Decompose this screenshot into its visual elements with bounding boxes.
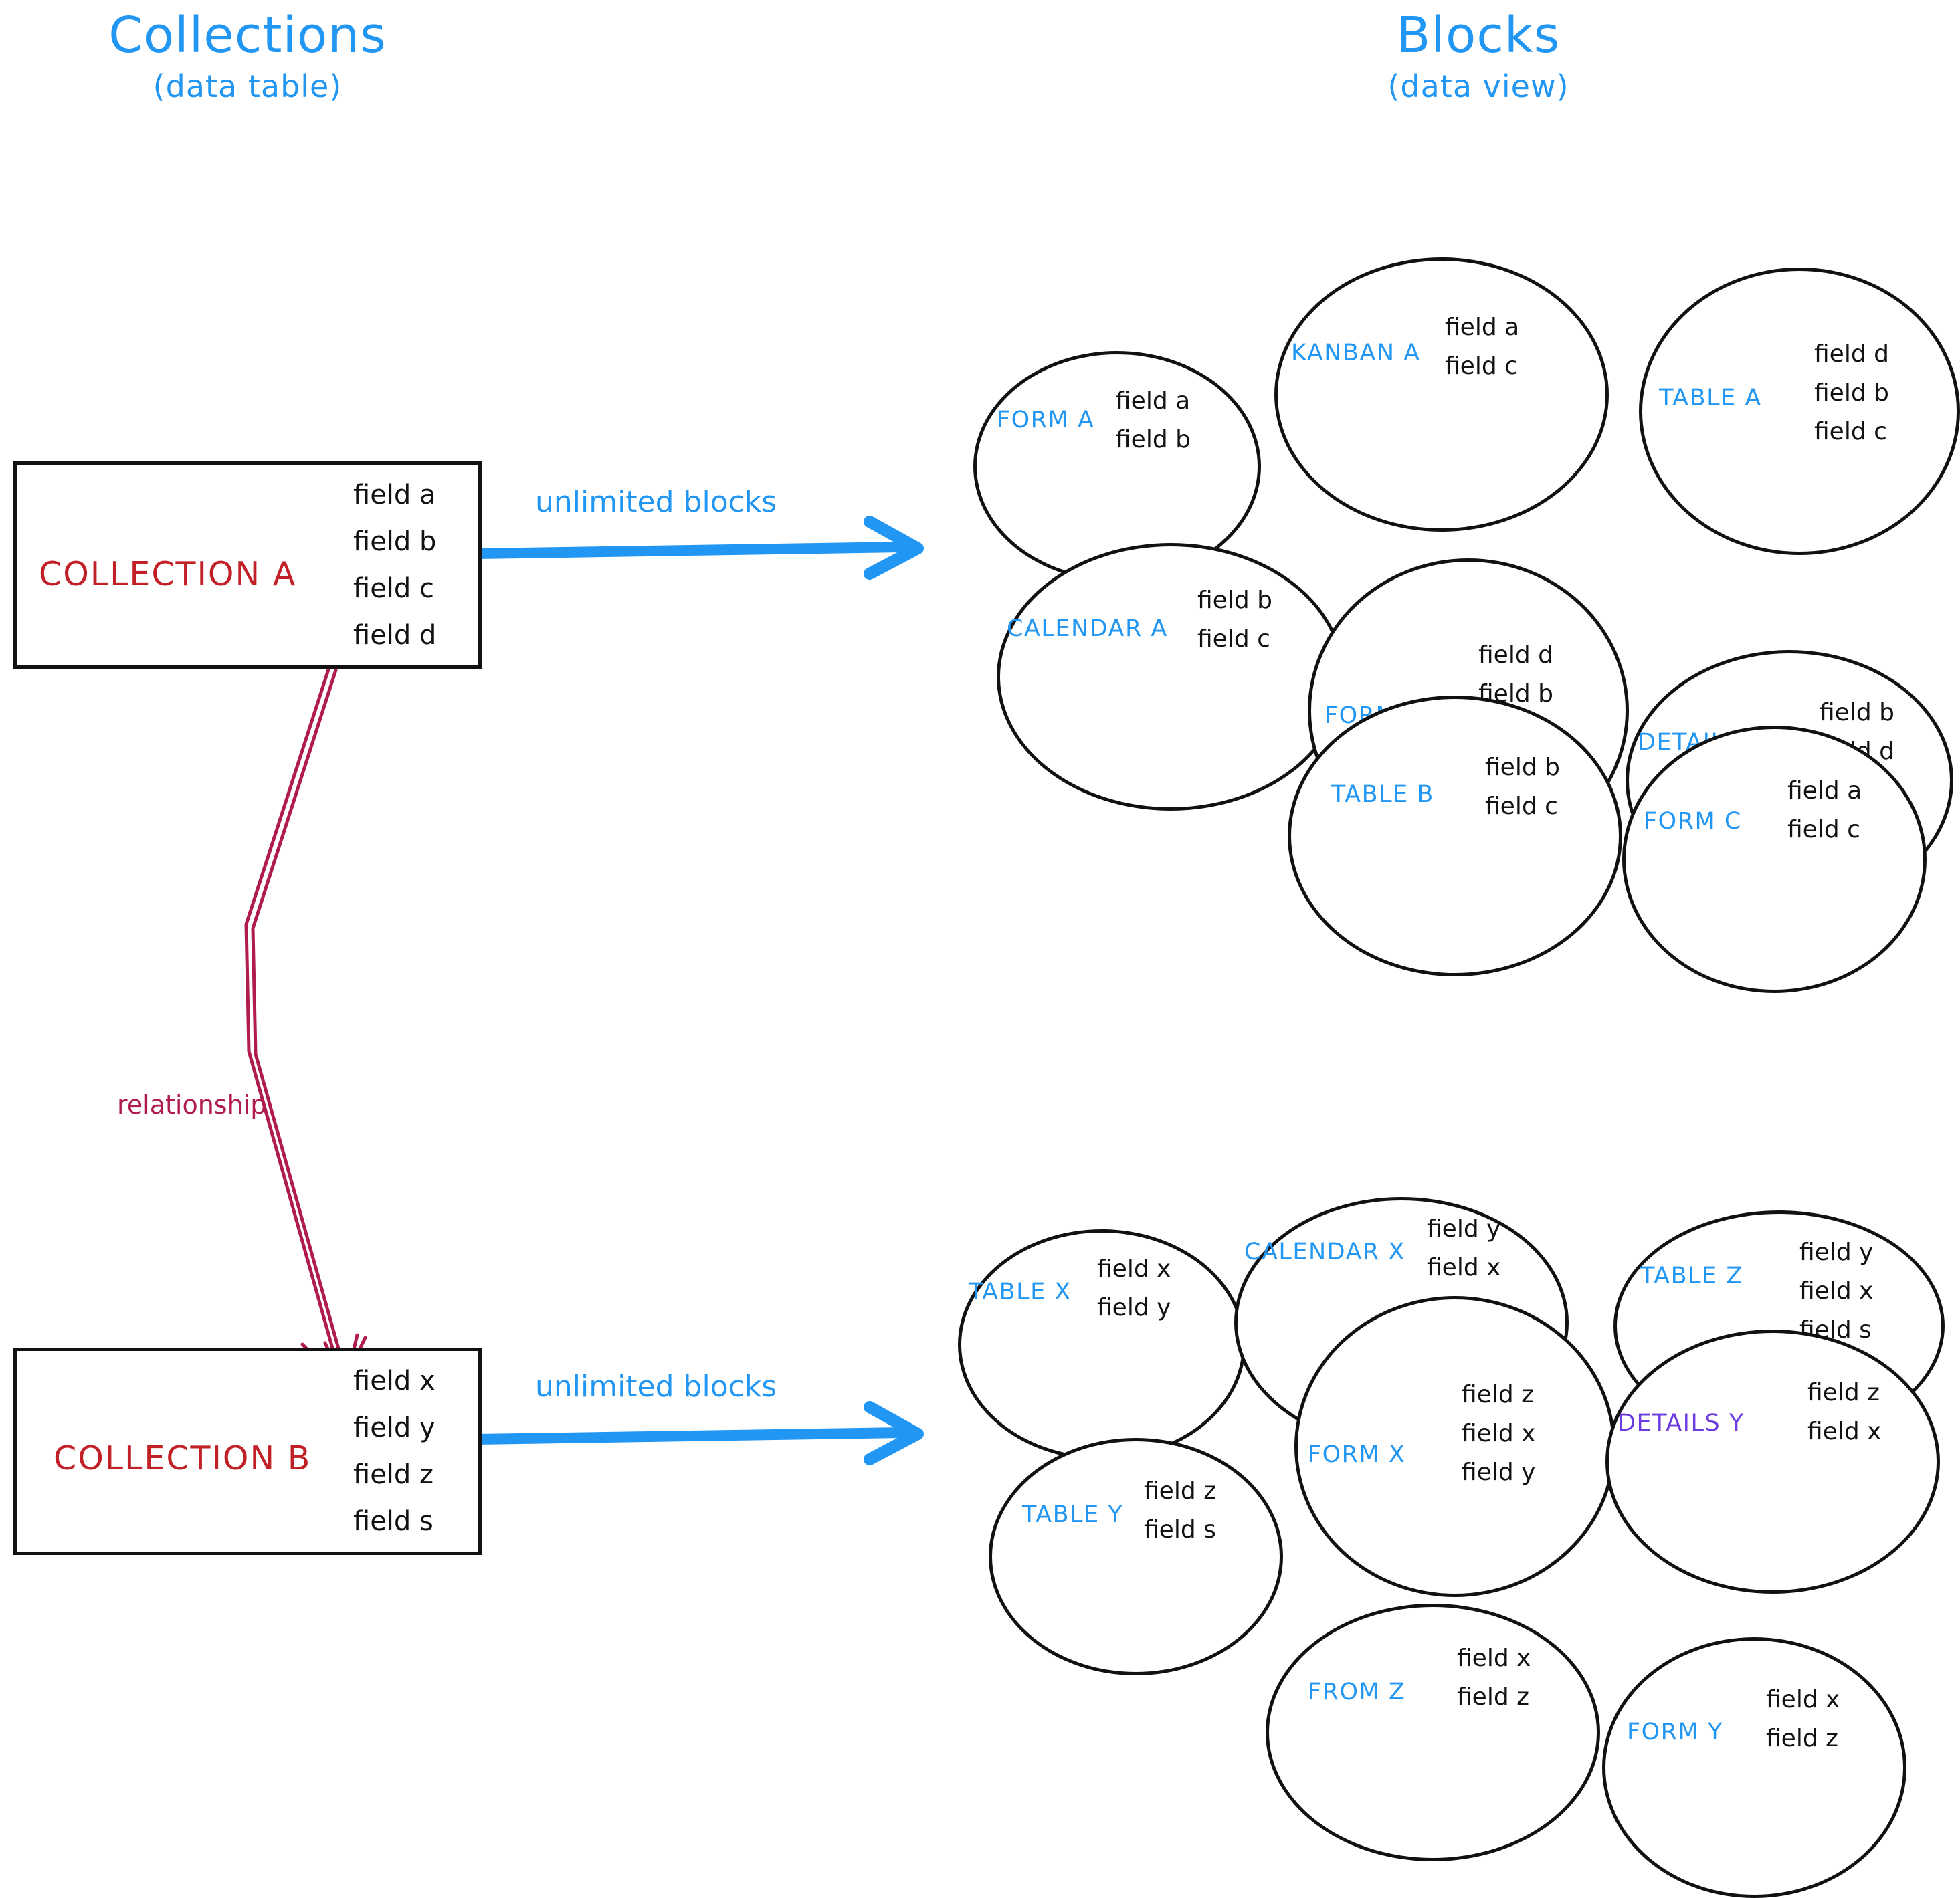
block-ellipse-calendar-a[interactable] — [997, 543, 1345, 811]
block-fields-table-x: field x field y — [1097, 1257, 1171, 1335]
block-ellipse-form-c[interactable] — [1622, 726, 1927, 993]
unlimited-blocks-arrow-a — [471, 516, 924, 580]
block-label-form-x: FORM X — [1308, 1441, 1406, 1468]
collection-field: field y — [353, 1412, 435, 1443]
arrow-label-unlimited-blocks-b: unlimited blocks — [535, 1370, 777, 1404]
blocks-title-main: Blocks — [1396, 7, 1561, 64]
block-label-table-a: TABLE A — [1659, 385, 1762, 411]
block-field: field c — [1485, 793, 1558, 820]
block-field: field d — [1478, 641, 1553, 669]
diagram-canvas: Collections (data table) Blocks (data vi… — [13, 7, 1960, 1898]
block-label-kanban-a: KANBAN A — [1291, 340, 1421, 366]
blocks-title-sub: (data view) — [1387, 68, 1569, 104]
block-field: field z — [1766, 1725, 1839, 1752]
collection-name-b: COLLECTION B — [54, 1439, 312, 1477]
block-field: field s — [1144, 1516, 1216, 1544]
block-ellipse-from-z[interactable] — [1266, 1604, 1600, 1861]
block-field: field z — [1457, 1683, 1530, 1711]
block-ellipse-table-b[interactable] — [1288, 696, 1622, 976]
arrow-label-unlimited-blocks-a: unlimited blocks — [535, 485, 777, 519]
block-ellipse-table-y[interactable] — [989, 1438, 1283, 1675]
block-field: field b — [1116, 426, 1191, 453]
collections-title-main: Collections — [108, 7, 387, 64]
block-fields-form-c: field a field c — [1787, 779, 1862, 857]
block-field: field x — [1427, 1254, 1501, 1281]
block-fields-from-z: field x field z — [1457, 1647, 1531, 1724]
block-field: field x — [1807, 1418, 1882, 1445]
block-field: field c — [1197, 625, 1270, 653]
collection-field: field z — [353, 1459, 434, 1490]
block-field: field z — [1807, 1379, 1880, 1406]
collection-field: field c — [353, 573, 435, 604]
block-field: field b — [1814, 379, 1889, 407]
block-label-calendar-a: CALENDAR A — [1007, 615, 1168, 642]
block-label-calendar-x: CALENDAR X — [1244, 1239, 1405, 1265]
relationship-label: relationship — [117, 1090, 267, 1120]
block-fields-details-y: field z field x — [1807, 1381, 1881, 1459]
collection-field: field d — [353, 620, 437, 651]
block-ellipse-form-x[interactable] — [1294, 1296, 1615, 1597]
block-field: field x — [1097, 1255, 1171, 1283]
block-field: field d — [1814, 340, 1889, 368]
block-field: field a — [1787, 777, 1862, 805]
block-fields-table-z: field y field x field s — [1799, 1241, 1873, 1357]
collection-fields-a: field a field b field c field d — [353, 482, 436, 669]
block-fields-kanban-a: field a field c — [1445, 316, 1519, 393]
block-fields-calendar-x: field y field x — [1427, 1217, 1500, 1295]
collection-box-b[interactable] — [13, 1348, 482, 1555]
relationship-connector — [244, 665, 367, 1388]
block-field: field y — [1799, 1239, 1874, 1266]
block-label-table-b: TABLE B — [1331, 781, 1434, 808]
block-field: field a — [1116, 387, 1191, 415]
block-field: field a — [1445, 314, 1520, 341]
block-field: field y — [1462, 1459, 1536, 1486]
block-field: field b — [1485, 754, 1560, 781]
block-label-table-y: TABLE Y — [1022, 1501, 1124, 1528]
block-field: field c — [1814, 418, 1887, 445]
collection-field: field b — [353, 526, 437, 557]
collection-field: field x — [353, 1366, 435, 1396]
block-field: field b — [1197, 587, 1272, 614]
block-label-form-a: FORM A — [997, 407, 1095, 433]
block-field: field z — [1462, 1381, 1535, 1408]
unlimited-blocks-arrow-b — [471, 1401, 924, 1465]
block-field: field b — [1820, 699, 1894, 726]
page-title-blocks: Blocks (data view) — [1271, 7, 1686, 104]
block-field: field c — [1445, 352, 1518, 380]
collection-box-a[interactable] — [13, 461, 482, 669]
block-label-table-x: TABLE X — [969, 1279, 1072, 1305]
block-field: field z — [1144, 1477, 1217, 1505]
collection-name-a: COLLECTION A — [39, 555, 297, 593]
block-ellipse-details-y[interactable] — [1605, 1330, 1940, 1594]
collection-field: field a — [353, 480, 436, 510]
block-ellipse-table-x[interactable] — [958, 1229, 1246, 1460]
block-ellipse-form-a[interactable] — [973, 351, 1261, 582]
collection-field: field s — [353, 1506, 433, 1537]
block-label-form-c: FORM C — [1644, 808, 1742, 835]
block-field: field c — [1787, 816, 1860, 843]
block-field: field y — [1427, 1215, 1501, 1243]
block-ellipse-form-y[interactable] — [1602, 1637, 1906, 1898]
collections-title-sub: (data table) — [153, 68, 342, 104]
block-fields-form-x: field z field x field y — [1462, 1383, 1535, 1499]
block-field: field y — [1097, 1294, 1171, 1322]
block-fields-table-y: field z field s — [1144, 1479, 1216, 1557]
block-field: field x — [1457, 1645, 1531, 1672]
block-fields-calendar-a: field b field c — [1197, 589, 1272, 666]
block-label-details-y: DETAILS Y — [1618, 1410, 1745, 1437]
block-field: field x — [1766, 1686, 1840, 1713]
block-label-from-z: FROM Z — [1308, 1679, 1406, 1705]
block-field: field x — [1462, 1420, 1536, 1447]
block-fields-form-a: field a field b — [1116, 389, 1191, 467]
page-title-collections: Collections (data table) — [40, 7, 455, 104]
block-ellipse-table-a[interactable] — [1639, 268, 1960, 555]
block-label-form-y: FORM Y — [1627, 1719, 1723, 1746]
block-ellipse-kanban-a[interactable] — [1274, 257, 1609, 532]
block-fields-table-a: field d field b field c — [1814, 342, 1889, 459]
block-label-table-z: TABLE Z — [1640, 1263, 1743, 1289]
collection-fields-b: field x field y field z field s — [353, 1368, 435, 1555]
block-fields-form-y: field x field z — [1766, 1688, 1840, 1766]
block-fields-table-b: field b field c — [1485, 756, 1560, 833]
block-field: field x — [1799, 1277, 1874, 1305]
